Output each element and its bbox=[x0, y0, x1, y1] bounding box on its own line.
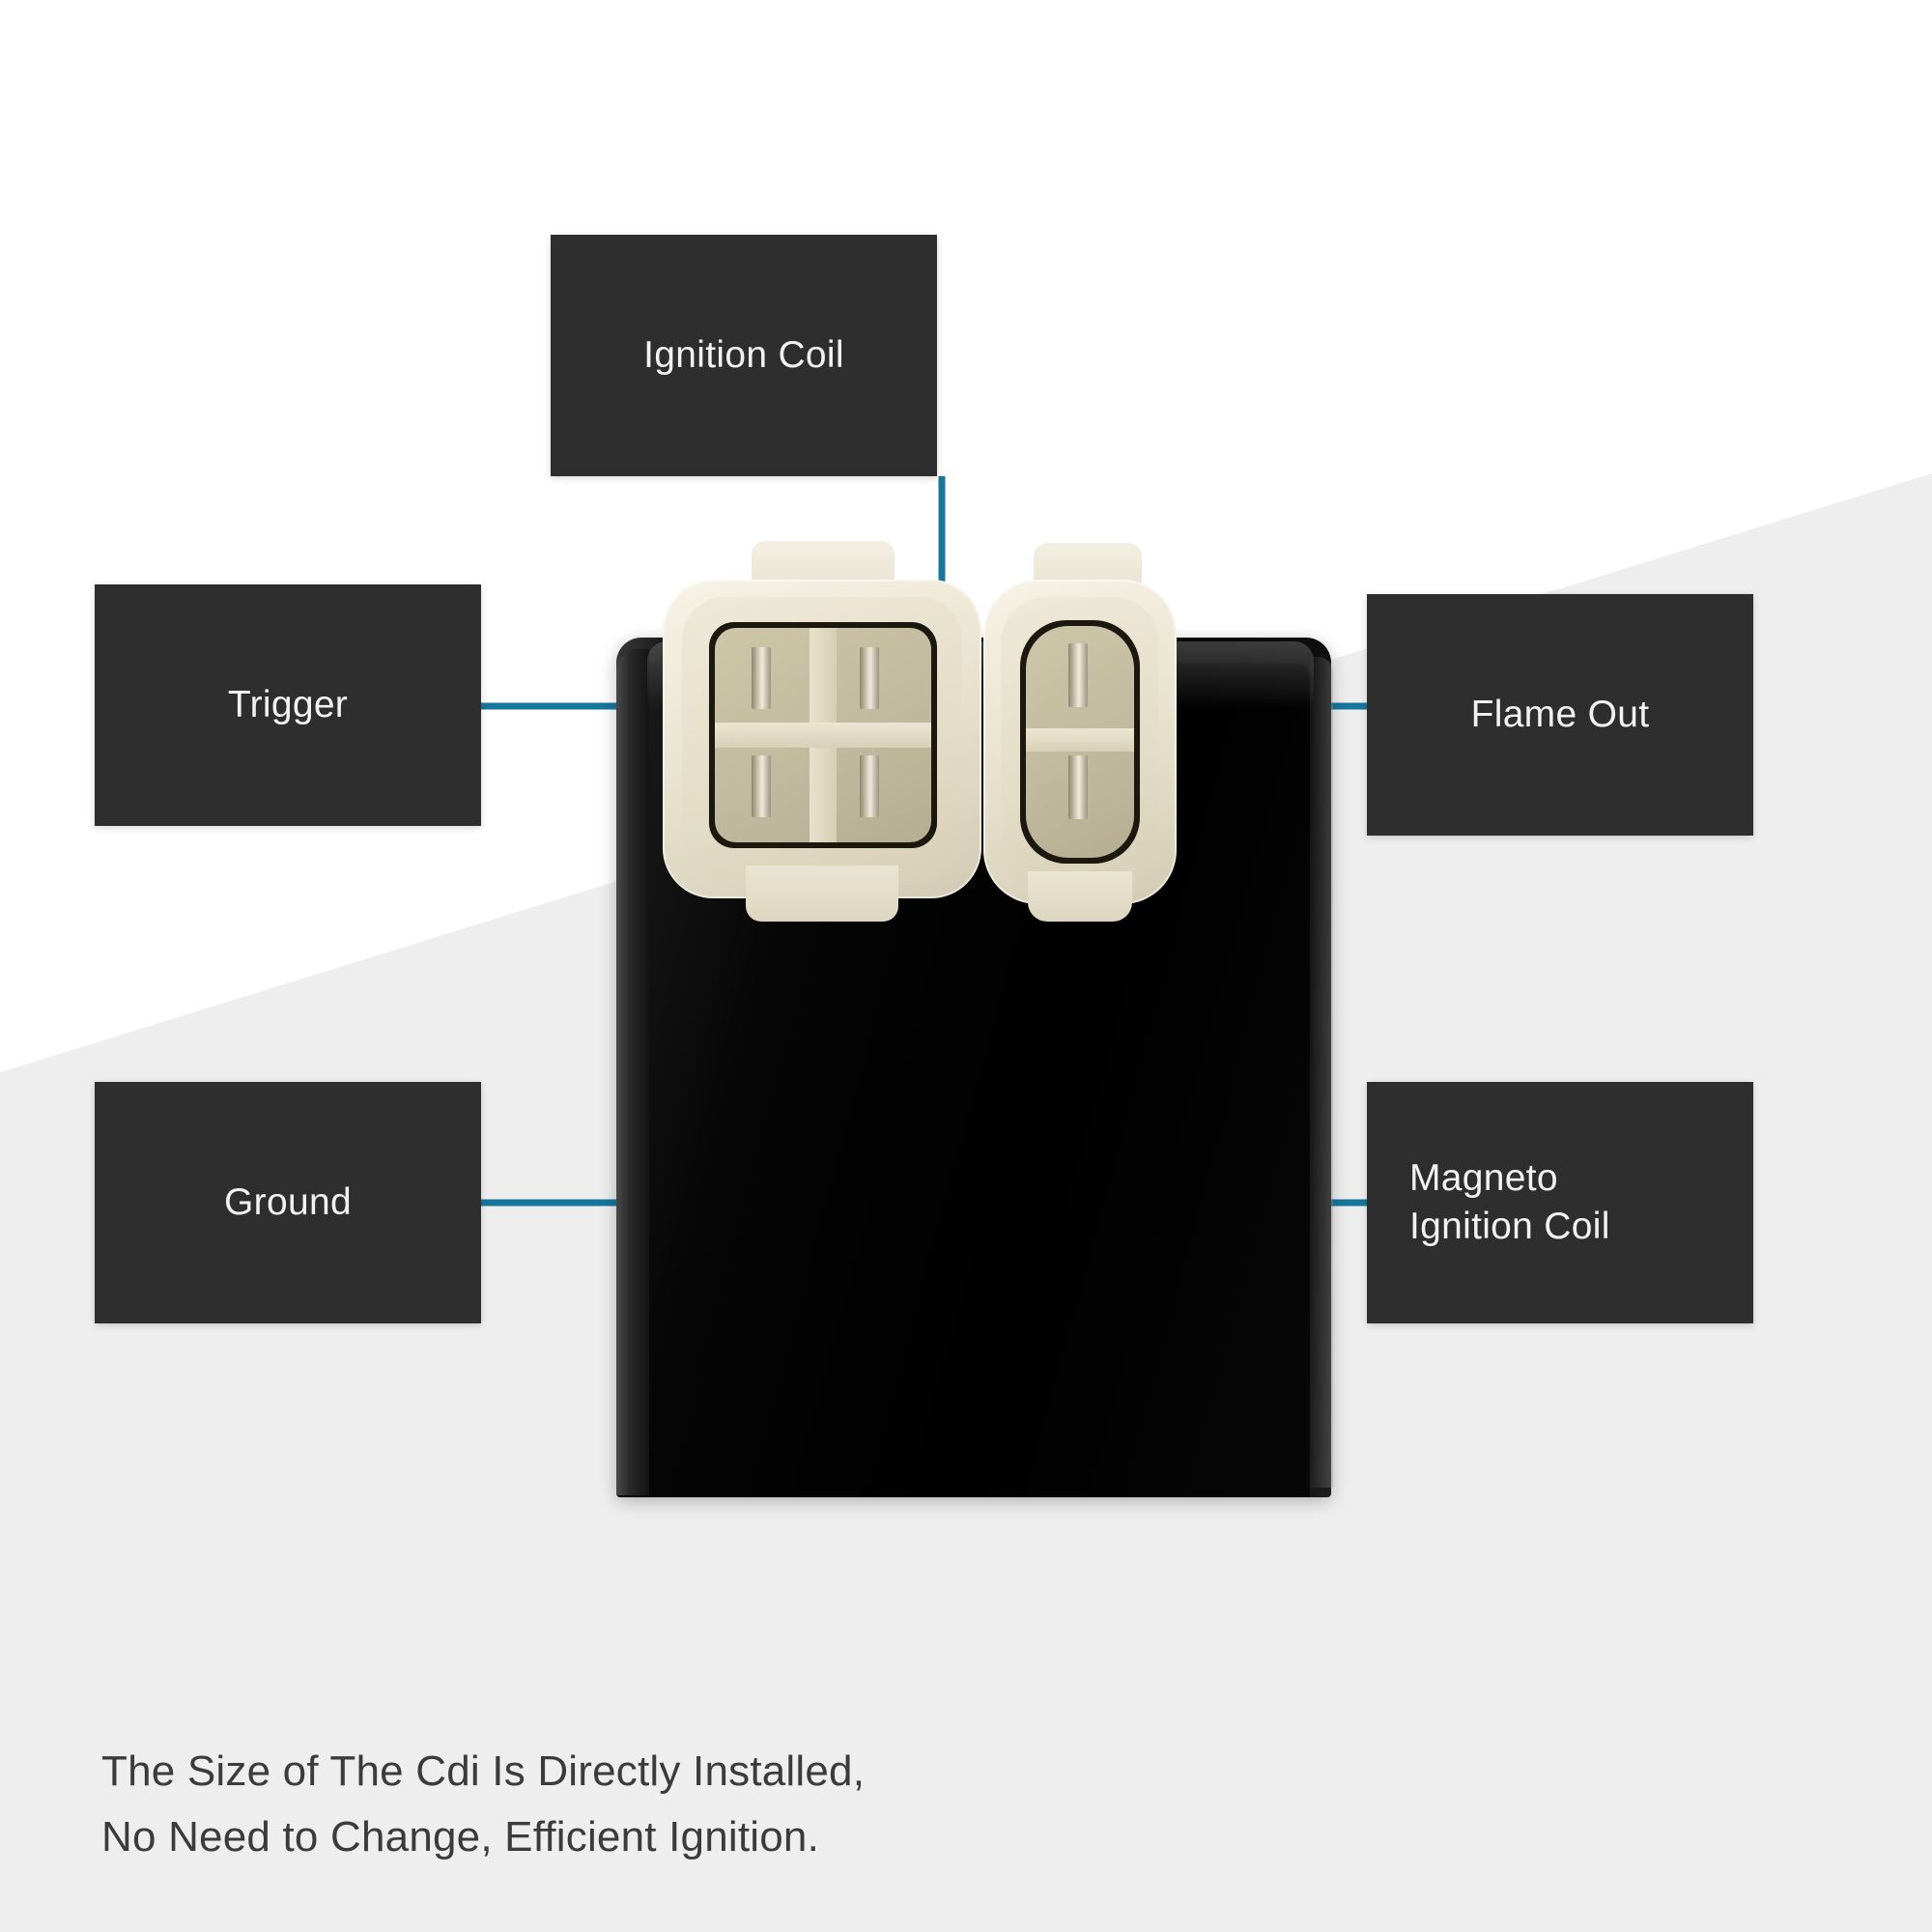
pin-top-left bbox=[752, 647, 771, 709]
pin-bottom-right bbox=[860, 755, 879, 817]
cdi-right-highlight bbox=[1308, 657, 1333, 1488]
callout-label-line-1: Magneto bbox=[1409, 1157, 1558, 1200]
cdi-module-image bbox=[609, 541, 1343, 1507]
callout-label-ground: Ground bbox=[95, 1082, 481, 1323]
connector-divider-horizontal bbox=[715, 723, 931, 748]
connector-divider-horizontal bbox=[1026, 728, 1134, 752]
caption-line-2: No Need to Change, Efficient Ignition. bbox=[101, 1813, 820, 1861]
callout-label-text: Ground bbox=[224, 1181, 352, 1224]
callout-label-line-2: Ignition Coil bbox=[1409, 1206, 1610, 1247]
callout-label-text-block: Magneto Ignition Coil bbox=[1409, 1154, 1610, 1251]
caption-line-1: The Size of The Cdi Is Directly Installe… bbox=[101, 1747, 866, 1795]
callout-label-trigger: Trigger bbox=[95, 584, 481, 826]
callout-label-text: Flame Out bbox=[1470, 694, 1650, 736]
pin-bottom-left bbox=[752, 755, 771, 817]
pin-bottom bbox=[1068, 755, 1088, 819]
2-pin-connector bbox=[974, 543, 1186, 929]
callout-label-text: Trigger bbox=[227, 684, 349, 726]
callout-label-magneto-ignition-coil: Magneto Ignition Coil bbox=[1367, 1082, 1753, 1323]
callout-label-flame-out: Flame Out bbox=[1367, 594, 1753, 836]
pin-top-right bbox=[860, 647, 879, 709]
connector-foot bbox=[746, 866, 898, 922]
caption: The Size of The Cdi Is Directly Installe… bbox=[101, 1739, 1261, 1870]
connector-foot bbox=[1028, 871, 1132, 922]
cdi-left-edge bbox=[616, 649, 649, 1495]
pin-top bbox=[1068, 643, 1088, 707]
4-pin-connector bbox=[663, 541, 981, 927]
callout-label-text: Ignition Coil bbox=[643, 334, 844, 377]
callout-label-ignition-coil: Ignition Coil bbox=[551, 235, 937, 476]
